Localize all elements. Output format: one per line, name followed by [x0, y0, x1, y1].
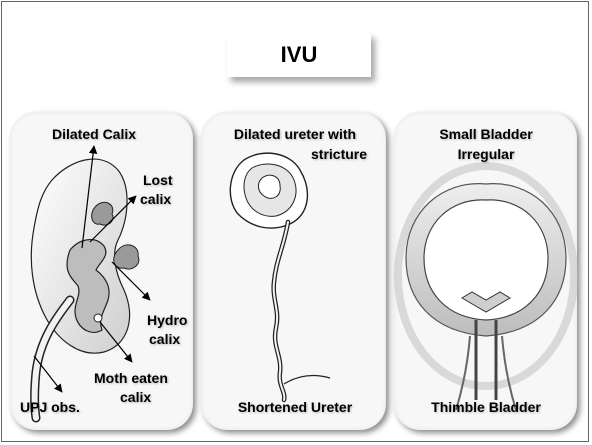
label-upj-obs: UPJ obs. [20, 399, 80, 416]
label-moth-eaten-line2: calix [120, 389, 151, 406]
label-lost-calix-line2: calix [140, 191, 171, 208]
label-shortened-ureter: Shortened Ureter [212, 399, 378, 416]
label-dilated-calix: Dilated Calix [52, 126, 136, 143]
label-dilated-ureter-line2: stricture [311, 146, 367, 163]
label-small-bladder: Small Bladder [400, 126, 572, 143]
label-moth-eaten-line1: Moth eaten [94, 370, 168, 387]
label-hydro-calix-line1: Hydro [147, 312, 187, 329]
label-thimble-bladder: Thimble Bladder [400, 399, 572, 416]
ureter-drawing [230, 153, 330, 400]
bladder-drawing [398, 166, 574, 410]
label-hydro-calix-line2: calix [149, 331, 180, 348]
label-irregular: Irregular [400, 146, 572, 163]
label-dilated-ureter-line1: Dilated ureter with [212, 126, 378, 143]
label-lost-calix-line1: Lost [143, 172, 173, 189]
